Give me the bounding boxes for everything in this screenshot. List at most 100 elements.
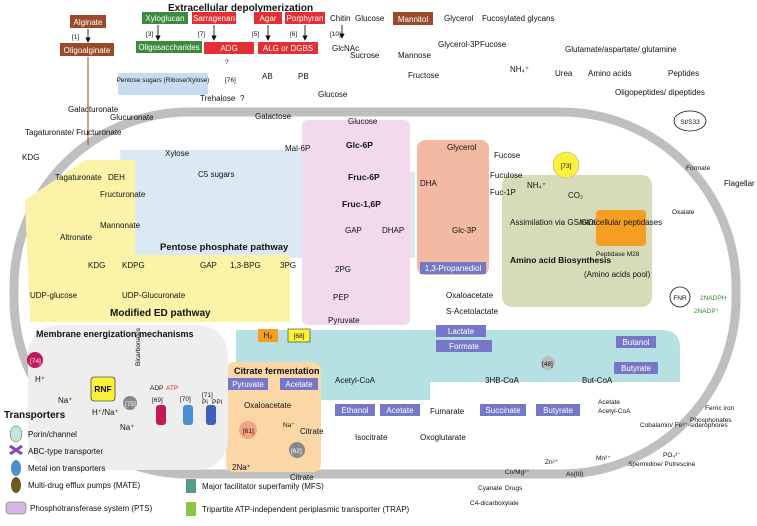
trap-icon <box>186 502 196 516</box>
xyloglucan-box <box>142 12 188 24</box>
aa-pool-label: (Amino acids pool) <box>584 270 651 279</box>
ref-q: ? <box>225 59 229 66</box>
propanediol-region <box>417 140 489 275</box>
butyrate-top-box <box>614 362 658 374</box>
kdg-out-label: KDG <box>22 153 39 162</box>
butanol-box <box>616 336 656 348</box>
oxoglutarate-label: Oxoglutarate <box>420 433 466 442</box>
zn-label: Zn²⁺ <box>545 459 559 466</box>
ref-76: [76] <box>225 77 236 84</box>
fruc6p-label: Fruc-6P <box>348 172 380 182</box>
ref-68: [68] <box>294 333 305 340</box>
gap-label: GAP <box>345 226 362 235</box>
glc6p-label: Glc-6P <box>346 140 373 150</box>
kdpg-label: KDPG <box>122 261 145 270</box>
atpase-69 <box>156 405 166 425</box>
glcnac-label: GlcNAc <box>332 44 359 53</box>
legend-metal: Metal ion transporters <box>28 464 105 473</box>
citrate-label: Citrate <box>300 427 324 436</box>
ref-73: [73] <box>561 163 572 170</box>
butanol-label: Butanol <box>622 338 649 347</box>
adg-box <box>204 42 254 54</box>
glucose-inner-label: Glucose <box>348 117 378 126</box>
question-label: ? <box>240 94 245 103</box>
formate-label: Formate <box>449 342 479 351</box>
acetate-small-label: Acetate <box>598 399 620 406</box>
fuc1p-label: Fuc-1P <box>490 188 516 197</box>
acetyl-coa-small-label: Acetyl-CoA <box>598 408 631 415</box>
acetate-ferm-box <box>280 378 318 390</box>
peptidase-m28-label: Peptidase M28 <box>596 251 640 258</box>
fucose-out-label: Fucose <box>480 40 507 49</box>
pentose-sugars-box <box>118 73 208 95</box>
mate-icon <box>11 477 21 493</box>
fumarate-label: Fumarate <box>430 407 465 416</box>
na-out-label: Na⁺ <box>120 423 134 432</box>
pentose-sugars-label: Pentose sugars (Ribose/Xylose) <box>117 77 210 84</box>
galactose-label: Galactose <box>255 112 292 121</box>
succinate-box <box>480 404 526 416</box>
glutamate-label: Glutamate/aspartate/ glutamine <box>565 45 677 54</box>
peptides-label: Peptides <box>668 69 699 78</box>
mannose-label: Mannose <box>398 51 431 60</box>
oligosaccharides-label: Oligosaccharides <box>138 43 199 52</box>
oxaloacetate-label: Oxaloacetate <box>446 291 494 300</box>
lactate-box <box>436 325 486 337</box>
ref-71: [71] <box>202 392 213 399</box>
acetyl-coa-label: Acetyl-CoA <box>335 376 376 385</box>
ref-1: [1] <box>72 34 79 41</box>
mannitol-label: Mannitol <box>398 15 428 24</box>
transporter-74 <box>27 352 43 368</box>
aminoacid-region <box>502 175 652 307</box>
succinate-label: Succinate <box>485 406 521 415</box>
tagaturonate-label: Tagaturonate <box>55 173 102 182</box>
legend-trap: Tripartite ATP-independent periplasmic t… <box>202 505 410 514</box>
formate-out-label: Formate <box>686 165 711 172</box>
ref-7: [7] <box>198 31 205 38</box>
ethanol-box <box>335 404 375 416</box>
legend-porin: Porin/channel <box>28 430 77 439</box>
galacturonate-label: Galacturonate <box>68 105 119 114</box>
stss33-label: St/S33 <box>680 119 700 126</box>
drugs-label: Drugs <box>505 485 523 492</box>
porphyran-box <box>285 12 325 24</box>
udp-glucuronate-label: UDP-Glucuronate <box>122 291 186 300</box>
glycolysis-region <box>302 120 410 325</box>
acetate-label: Acetate <box>386 406 414 415</box>
glucose-top-label: Glucose <box>355 14 385 23</box>
bicarbonates-label: Bicarbonates <box>135 327 142 366</box>
ed-title: Modified ED pathway <box>110 308 211 319</box>
alg-dgbs-box <box>258 42 318 54</box>
oxalate-label: Oxalate <box>672 209 695 216</box>
fructuronate-label: Fructuronate <box>100 190 146 199</box>
gap2-label: GAP <box>200 261 217 270</box>
membrane-energization-title: Membrane energization mechanisms <box>36 329 194 339</box>
s-acetolactate-label: S-Acetolactate <box>446 307 499 316</box>
transporter-71 <box>206 405 216 425</box>
ref-70: [70] <box>180 396 191 403</box>
butyrate-bottom-label: Butyrate <box>543 406 573 415</box>
urea-label: Urea <box>555 69 573 78</box>
pi-label: Pi <box>202 399 208 406</box>
peptidases-box <box>596 210 646 246</box>
pb-label: PB <box>298 72 309 81</box>
amino-acids-label: Amino acids <box>588 69 632 78</box>
nh4-out-label: NH₄⁺ <box>510 65 529 74</box>
udp-glucose-label: UDP-glucose <box>30 291 78 300</box>
fermentation-region <box>236 330 680 400</box>
ferric-iron-label: Ferric iron <box>705 405 735 412</box>
c5-sugars-label: C5 sugars <box>198 170 234 179</box>
pep-label: PEP <box>333 293 349 302</box>
formate-box <box>436 340 492 352</box>
adg-label: ADG <box>220 44 237 53</box>
legend-abc: ABC-type transporter <box>28 447 103 456</box>
legend-mate: Multi-drug efflux pumps (MATE) <box>28 481 141 490</box>
glycerol-out-label: Glycerol <box>444 14 474 23</box>
butyrate-top-label: Butyrate <box>621 364 651 373</box>
fruc16p-label: Fruc-1,6P <box>342 199 381 209</box>
two-na-label: 2Na⁺ <box>232 463 251 472</box>
ref-48: [48] <box>542 361 553 368</box>
mannitol-box <box>393 12 433 25</box>
ref-6: [6] <box>290 31 297 38</box>
altronate-label: Altronate <box>60 233 93 242</box>
